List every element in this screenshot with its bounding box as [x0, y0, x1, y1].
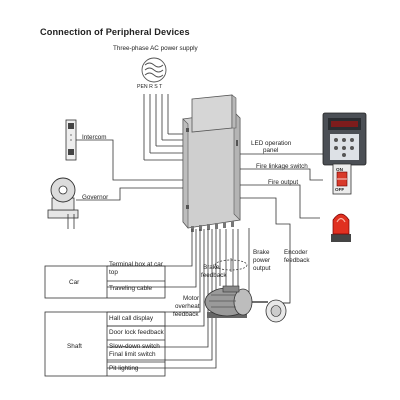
switch-off-label: OFF [335, 187, 345, 192]
shaft-item-pit-lighting: Pit lighting [109, 365, 139, 372]
shaft-item-slowdown: Slow-down switch [109, 343, 160, 350]
fire-linkage-label: Fire linkage switch [256, 163, 308, 170]
shaft-item-final-limit: Final limit switch [109, 351, 156, 358]
shaft-item-hall-call: Hall call display [109, 315, 154, 322]
page-title: Connection of Peripheral Devices [40, 27, 190, 37]
encoder-device [265, 299, 290, 323]
brake-symbol [214, 258, 248, 272]
shaft-label: Shaft [67, 343, 82, 350]
alarm-light-device [331, 213, 351, 242]
motor-overheat-label-2: overheat [175, 303, 200, 310]
intercom-device [65, 119, 77, 161]
intercom-label: Intercom [82, 134, 107, 141]
car-item-traveling-cable: Traveling cable [109, 285, 153, 292]
brake-power-label-2: power [253, 257, 271, 264]
led-panel-device [322, 112, 367, 166]
brake-feedback-label-1: Brake [203, 264, 220, 271]
shaft-item-door-lock: Door lock feedback [109, 329, 164, 336]
fire-switch-device [332, 163, 352, 195]
motor-overheat-label-1: Motor [183, 295, 200, 302]
led-panel-label-1: LED operation [251, 140, 292, 147]
left-wiring [76, 139, 183, 201]
power-lines [143, 94, 183, 161]
car-item-terminal-box: Terminal box at car top [109, 261, 163, 276]
control-cabinet [182, 94, 241, 232]
power-supply-symbol [141, 57, 167, 83]
motor-overheat-label-3: feedback [173, 311, 199, 318]
brake-power-label-3: output [253, 265, 271, 272]
switch-on-label: ON [336, 167, 343, 172]
encoder-label-2: feedback [284, 257, 310, 264]
car-label: Car [69, 279, 80, 286]
fire-output-label: Fire output [268, 179, 299, 186]
power-supply-label: Three-phase AC power supply [113, 45, 198, 52]
governor-device [47, 177, 79, 229]
brake-feedback-label-2: feedback [201, 272, 227, 279]
phases-label: PEN R S T [137, 84, 163, 90]
motor-device [204, 285, 268, 318]
right-wiring [240, 153, 323, 304]
encoder-label-1: Encoder [284, 249, 308, 256]
governor-label: Governor [82, 194, 109, 201]
led-panel-label-2: panel [263, 147, 279, 154]
brake-power-label-1: Brake [253, 249, 270, 256]
device-table [44, 265, 166, 377]
